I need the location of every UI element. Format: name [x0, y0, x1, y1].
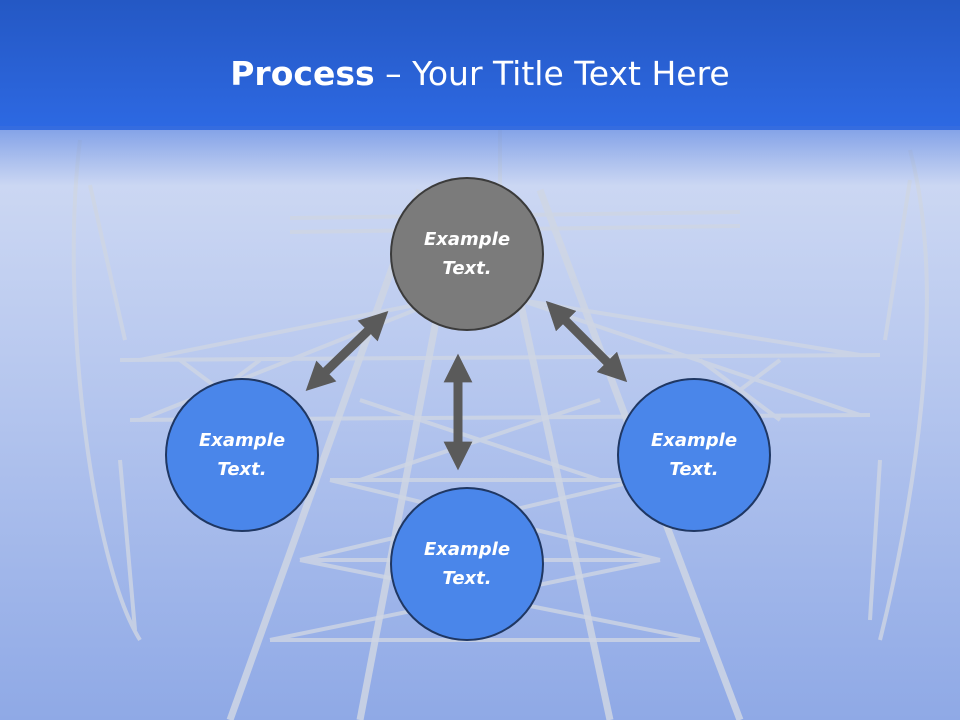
node-bottom: Example Text. [390, 487, 544, 641]
node-left-label: Example Text. [198, 430, 286, 480]
arrow-top-right [545, 300, 628, 383]
node-right-label: Example Text. [650, 430, 738, 480]
arrow-top-left [305, 310, 389, 392]
node-right: Example Text. [617, 378, 771, 532]
node-left: Example Text. [165, 378, 319, 532]
title-bold: Process [230, 54, 375, 93]
header-fade [0, 126, 960, 186]
node-top: Example Text. [390, 177, 544, 331]
page-title: Process – Your Title Text Here [0, 52, 960, 96]
title-rest: – Your Title Text Here [374, 54, 730, 93]
node-top-label: Example Text. [423, 229, 511, 279]
node-bottom-label: Example Text. [423, 539, 511, 589]
header-band [0, 0, 960, 130]
